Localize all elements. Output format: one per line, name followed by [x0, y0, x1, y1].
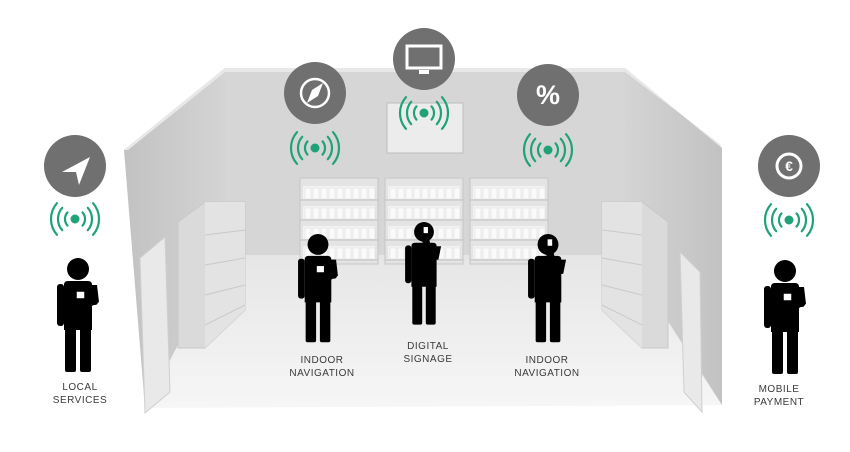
person-figure: [764, 260, 806, 374]
people: [57, 222, 806, 374]
floor: [145, 255, 722, 408]
beacon-signal: [289, 131, 341, 165]
percent-icon: %: [517, 64, 579, 126]
shelf-unit: [469, 177, 549, 265]
beacon-signal: [763, 203, 815, 237]
beacon-signals: [49, 96, 815, 237]
left-door: [139, 235, 171, 415]
person-figure: [528, 234, 567, 343]
percent-symbol: %: [536, 80, 560, 110]
beacon-signal: [398, 96, 450, 130]
person-figure: [298, 234, 338, 343]
left-side-shelves: [177, 201, 246, 349]
monitor-icon: [393, 28, 455, 90]
right-side-shelves: [601, 201, 669, 349]
compass-icon: [284, 62, 346, 124]
person-figure: [405, 222, 442, 325]
euro-symbol: €: [785, 158, 793, 174]
beacon-signal: [49, 202, 101, 236]
right-door: [679, 250, 703, 414]
navigation-arrow-icon: [44, 135, 106, 197]
person-figure: [57, 258, 99, 372]
beacon-signal: [522, 133, 574, 167]
euro-coin-icon: €: [758, 135, 820, 197]
